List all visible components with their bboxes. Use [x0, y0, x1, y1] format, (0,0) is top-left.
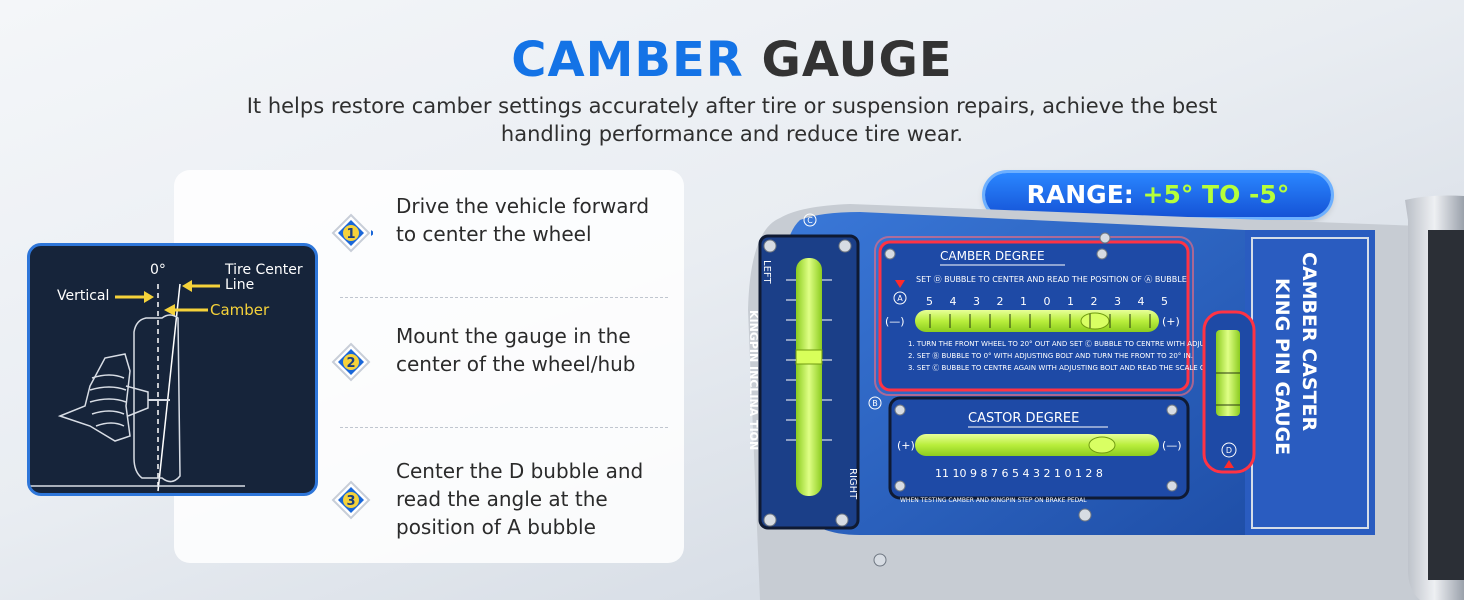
camber-instruction-1: 1. TURN THE FRONT WHEEL TO 20° OUT AND S…	[908, 340, 1247, 348]
camber-vial	[915, 310, 1159, 332]
title-rest: GAUGE	[761, 32, 953, 88]
label-tire-center-line: Tire Center Line	[225, 262, 303, 293]
step-2-text: Mount the gauge in the center of the whe…	[396, 324, 636, 376]
camber-diagram: 0° Tire Center Line Vertical Camber	[27, 243, 318, 496]
gauge-side-text-2: KING PIN GAUGE	[1271, 278, 1293, 455]
label-zero-degree: 0°	[150, 262, 166, 278]
kingpin-right-label: RIGHT	[847, 468, 858, 500]
kingpin-vial	[796, 258, 822, 496]
gauge-screws	[763, 232, 1178, 567]
castor-vial	[915, 434, 1159, 456]
step-3-text: Center the D bubble and read the angle a…	[396, 459, 644, 539]
label-camber: Camber	[210, 301, 270, 319]
page-title: CAMBER GAUGE	[0, 32, 1464, 88]
range-badge: RANGE: +5° TO -5°	[985, 173, 1331, 217]
range-label: RANGE:	[1026, 180, 1134, 209]
camber-note: SET Ⓓ BUBBLE TO CENTER AND READ THE POSI…	[916, 275, 1187, 284]
vertical-vial-red-marker	[1224, 460, 1234, 468]
kingpin-inclination-label: KINGPIN INCLINA TION	[747, 310, 760, 450]
title-accent: CAMBER	[511, 32, 744, 88]
castor-minus-label: (—)	[1162, 439, 1182, 452]
step-1-text: Drive the vehicle forward to center the …	[396, 194, 650, 246]
castor-scale: 11 10 9 8 7 6 5 4 3 2 1 0 1 2 8	[935, 467, 1103, 480]
castor-mark-b: B	[872, 399, 878, 408]
castor-plus-label: (+)	[897, 439, 915, 452]
camber-red-marker	[895, 280, 905, 288]
castor-degree-title: CASTOR DEGREE	[968, 411, 1079, 426]
camber-instruction-3: 3. SET Ⓒ BUBBLE TO CENTRE AGAIN WITH ADJ…	[908, 364, 1249, 372]
label-vertical: Vertical	[57, 288, 110, 304]
camber-minus-label: (—)	[885, 315, 905, 328]
brake-note: WHEN TESTING CAMBER AND KINGPIN STEP ON …	[900, 497, 1087, 504]
step-2-number: 2	[346, 356, 355, 371]
camber-scale: 5 4 3 2 1 0 1 2 3 4 5	[926, 295, 1174, 308]
step-divider	[340, 297, 668, 298]
step-3-number: 3	[346, 494, 355, 509]
step-2-badge: 2	[331, 342, 371, 382]
camber-plus-label: (+)	[1162, 315, 1180, 328]
step-3-badge: 3	[331, 480, 371, 520]
gauge-side-text-1: CAMBER CASTER	[1298, 252, 1320, 432]
camber-mark-a: A	[897, 294, 903, 303]
subtitle: It helps restore camber settings accurat…	[246, 94, 1218, 146]
step-1-badge: 1	[331, 213, 373, 253]
kingpin-left-label: LEFT	[761, 260, 772, 284]
step-divider	[340, 427, 668, 428]
vertical-vial-mark-d: D	[1226, 446, 1232, 455]
gauge-mark-c: C	[807, 216, 813, 225]
wheel-illustration	[30, 280, 245, 492]
camber-gauge-product: CAMBER CASTER KING PIN GAUGE LEFT RIGHT …	[747, 195, 1464, 600]
camber-instruction-2: 2. SET Ⓑ BUBBLE TO 0° WITH ADJUSTING BOL…	[908, 352, 1193, 360]
step-1-number: 1	[346, 227, 355, 242]
camber-degree-title: CAMBER DEGREE	[940, 249, 1045, 263]
steps-card: 1 Drive the vehicle forward to center th…	[174, 170, 684, 563]
range-value: +5° TO -5°	[1142, 180, 1290, 209]
